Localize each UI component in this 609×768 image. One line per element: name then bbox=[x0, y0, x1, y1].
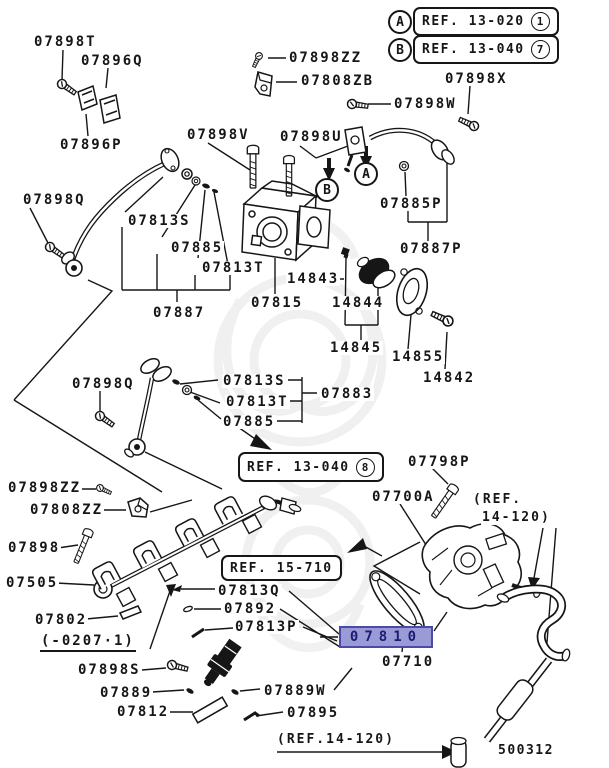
part-label-07812[interactable]: 07812 bbox=[116, 704, 171, 720]
part-label-07813t-1[interactable]: 07813T bbox=[201, 260, 266, 276]
part-label-07505[interactable]: 07505 bbox=[5, 575, 60, 591]
bracket-07808zb-drawing bbox=[254, 71, 273, 97]
screw-07898zz-top-drawing bbox=[250, 50, 265, 69]
bolt-07898v-drawing bbox=[246, 144, 260, 189]
diagram-marker-a: A bbox=[354, 162, 378, 186]
part-label-07813p[interactable]: 07813P bbox=[234, 619, 299, 635]
part-label-07710[interactable]: 07710 bbox=[381, 654, 436, 670]
part-label-07898w[interactable]: 07898W bbox=[393, 96, 458, 112]
screw-07898x-drawing bbox=[456, 114, 481, 133]
ref-box-13-040-8-number: 8 bbox=[355, 457, 375, 477]
legend-marker-b: B bbox=[388, 38, 412, 62]
arrow-ref14120-icon bbox=[442, 745, 457, 759]
arrow-to-b-icon bbox=[323, 158, 335, 181]
part-label-07808zb[interactable]: 07808ZB bbox=[300, 73, 376, 89]
part-label-07889w[interactable]: 07889W bbox=[263, 683, 328, 699]
part-label-07898zz-2[interactable]: 07898ZZ bbox=[7, 480, 83, 496]
part-label-07892[interactable]: 07892 bbox=[223, 601, 278, 617]
arrow-to-ref15-icon bbox=[347, 538, 367, 553]
part-label-14844[interactable]: 14844 bbox=[331, 295, 386, 311]
part-label-07889[interactable]: 07889 bbox=[99, 685, 154, 701]
bracket-07808zz-drawing bbox=[127, 497, 149, 518]
sensor-14843-drawing bbox=[340, 247, 350, 259]
thermostat-14844-drawing bbox=[356, 256, 396, 289]
diagram-marker-b: B bbox=[315, 178, 339, 202]
part-label-07813q[interactable]: 07813Q bbox=[217, 583, 282, 599]
pipe-07883-drawing bbox=[124, 358, 202, 458]
clips-07896-drawing bbox=[77, 84, 121, 124]
part-label-07700a[interactable]: 07700A bbox=[371, 489, 436, 505]
part-label-07885-2[interactable]: 07885 bbox=[222, 414, 277, 430]
screw-07898q2-drawing bbox=[92, 408, 117, 430]
ref-box-13-040-number: 7 bbox=[530, 40, 550, 59]
part-label-07898s[interactable]: 07898S bbox=[77, 662, 142, 678]
part-label-07885p[interactable]: 07885P bbox=[379, 196, 444, 212]
part-label-14843[interactable]: 14843 bbox=[286, 271, 341, 287]
hose-upper-drawing bbox=[496, 584, 571, 662]
bolt-14842-drawing bbox=[429, 308, 456, 329]
ref-box-13-040-8-label: REF. 13-040 bbox=[247, 459, 350, 475]
ref-box-13-020[interactable]: REF. 13-020 1 bbox=[413, 7, 559, 36]
part-label-07802[interactable]: 07802 bbox=[34, 612, 89, 628]
part-label-14842[interactable]: 14842 bbox=[422, 370, 477, 386]
part-label-07813s-2[interactable]: 07813S bbox=[222, 373, 287, 389]
screw-07898zz2-drawing bbox=[94, 482, 113, 497]
part-label-07898q-2[interactable]: 07898Q bbox=[71, 376, 136, 392]
part-label-14855[interactable]: 14855 bbox=[391, 349, 446, 365]
ref-box-15-710-label: REF. 15-710 bbox=[230, 560, 333, 576]
part-label-07885-1[interactable]: 07885 bbox=[170, 240, 225, 256]
arrow-to-ref8-icon bbox=[250, 434, 272, 450]
part-label-07898[interactable]: 07898 bbox=[7, 540, 62, 556]
sleeve-07802-drawing bbox=[118, 605, 143, 620]
part-label-07898q-1[interactable]: 07898Q bbox=[22, 192, 87, 208]
part-label-07808zz[interactable]: 07808ZZ bbox=[29, 502, 105, 518]
highlighted-part-07810[interactable]: 07810 bbox=[339, 626, 433, 648]
part-label-07898zz-1[interactable]: 07898ZZ bbox=[288, 50, 364, 66]
part-label-07887p[interactable]: 07887P bbox=[399, 241, 464, 257]
part-label-07798p[interactable]: 07798P bbox=[407, 454, 472, 470]
part-label-07895[interactable]: 07895 bbox=[286, 705, 341, 721]
part-label-07813t-2[interactable]: 07813T bbox=[225, 394, 290, 410]
ref-note-14-120-line2: 14-120) bbox=[481, 510, 552, 525]
screw-07898w-drawing bbox=[346, 98, 370, 112]
ref-box-13-040[interactable]: REF. 13-040 7 bbox=[413, 35, 559, 64]
ref-box-13-020-number: 1 bbox=[530, 12, 550, 31]
injector-07812-drawing bbox=[185, 638, 260, 724]
part-label-07898v[interactable]: 07898V bbox=[186, 127, 251, 143]
ref-box-13-020-label: REF. 13-020 bbox=[422, 14, 525, 29]
arrow-0207-icon bbox=[166, 584, 176, 597]
ref-note-14-120-bottom: (REF.14-120) bbox=[276, 732, 396, 747]
part-label-07898t[interactable]: 07898T bbox=[33, 34, 98, 50]
drawing-code: 500312 bbox=[497, 743, 555, 758]
screw-07898s-drawing bbox=[165, 658, 190, 675]
part-label-07896p[interactable]: 07896P bbox=[59, 137, 124, 153]
part-label-07815[interactable]: 07815 bbox=[250, 295, 305, 311]
throttle-body-07700a-drawing bbox=[421, 523, 541, 610]
fuel-rail-07505-drawing bbox=[90, 494, 302, 608]
ref-box-13-040-8[interactable]: REF. 13-040 8 bbox=[238, 452, 384, 482]
part-label-07883[interactable]: 07883 bbox=[320, 386, 375, 402]
ref-box-13-040-label: REF. 13-040 bbox=[422, 42, 525, 57]
part-label-07898x[interactable]: 07898X bbox=[444, 71, 509, 87]
clip-07813q-drawing bbox=[172, 585, 205, 639]
screw-07898q1-drawing bbox=[42, 239, 67, 261]
gasket-14855-drawing bbox=[395, 267, 429, 317]
part-label-07896q[interactable]: 07896Q bbox=[80, 53, 145, 69]
legend-marker-a: A bbox=[388, 10, 412, 34]
pipe-07887p-drawing bbox=[343, 126, 455, 174]
leader-lines bbox=[13, 49, 557, 753]
part-label-07813s-1[interactable]: 07813S bbox=[127, 213, 192, 229]
applicability-note-0207: (-0207·1) bbox=[40, 634, 136, 652]
pipe-07887-drawing bbox=[61, 147, 219, 277]
part-label-14845[interactable]: 14845 bbox=[329, 340, 384, 356]
ring-07885p-drawing bbox=[398, 160, 410, 172]
hose-lower-drawing bbox=[450, 657, 553, 768]
ref-box-15-710[interactable]: REF. 15-710 bbox=[221, 555, 342, 581]
ref-note-14-120-line1: (REF. bbox=[472, 492, 524, 507]
screw-07898t-drawing bbox=[54, 76, 79, 98]
part-label-07887[interactable]: 07887 bbox=[152, 305, 207, 321]
arrow-to-a-icon bbox=[360, 146, 372, 169]
part-label-07898u[interactable]: 07898U bbox=[279, 129, 344, 145]
